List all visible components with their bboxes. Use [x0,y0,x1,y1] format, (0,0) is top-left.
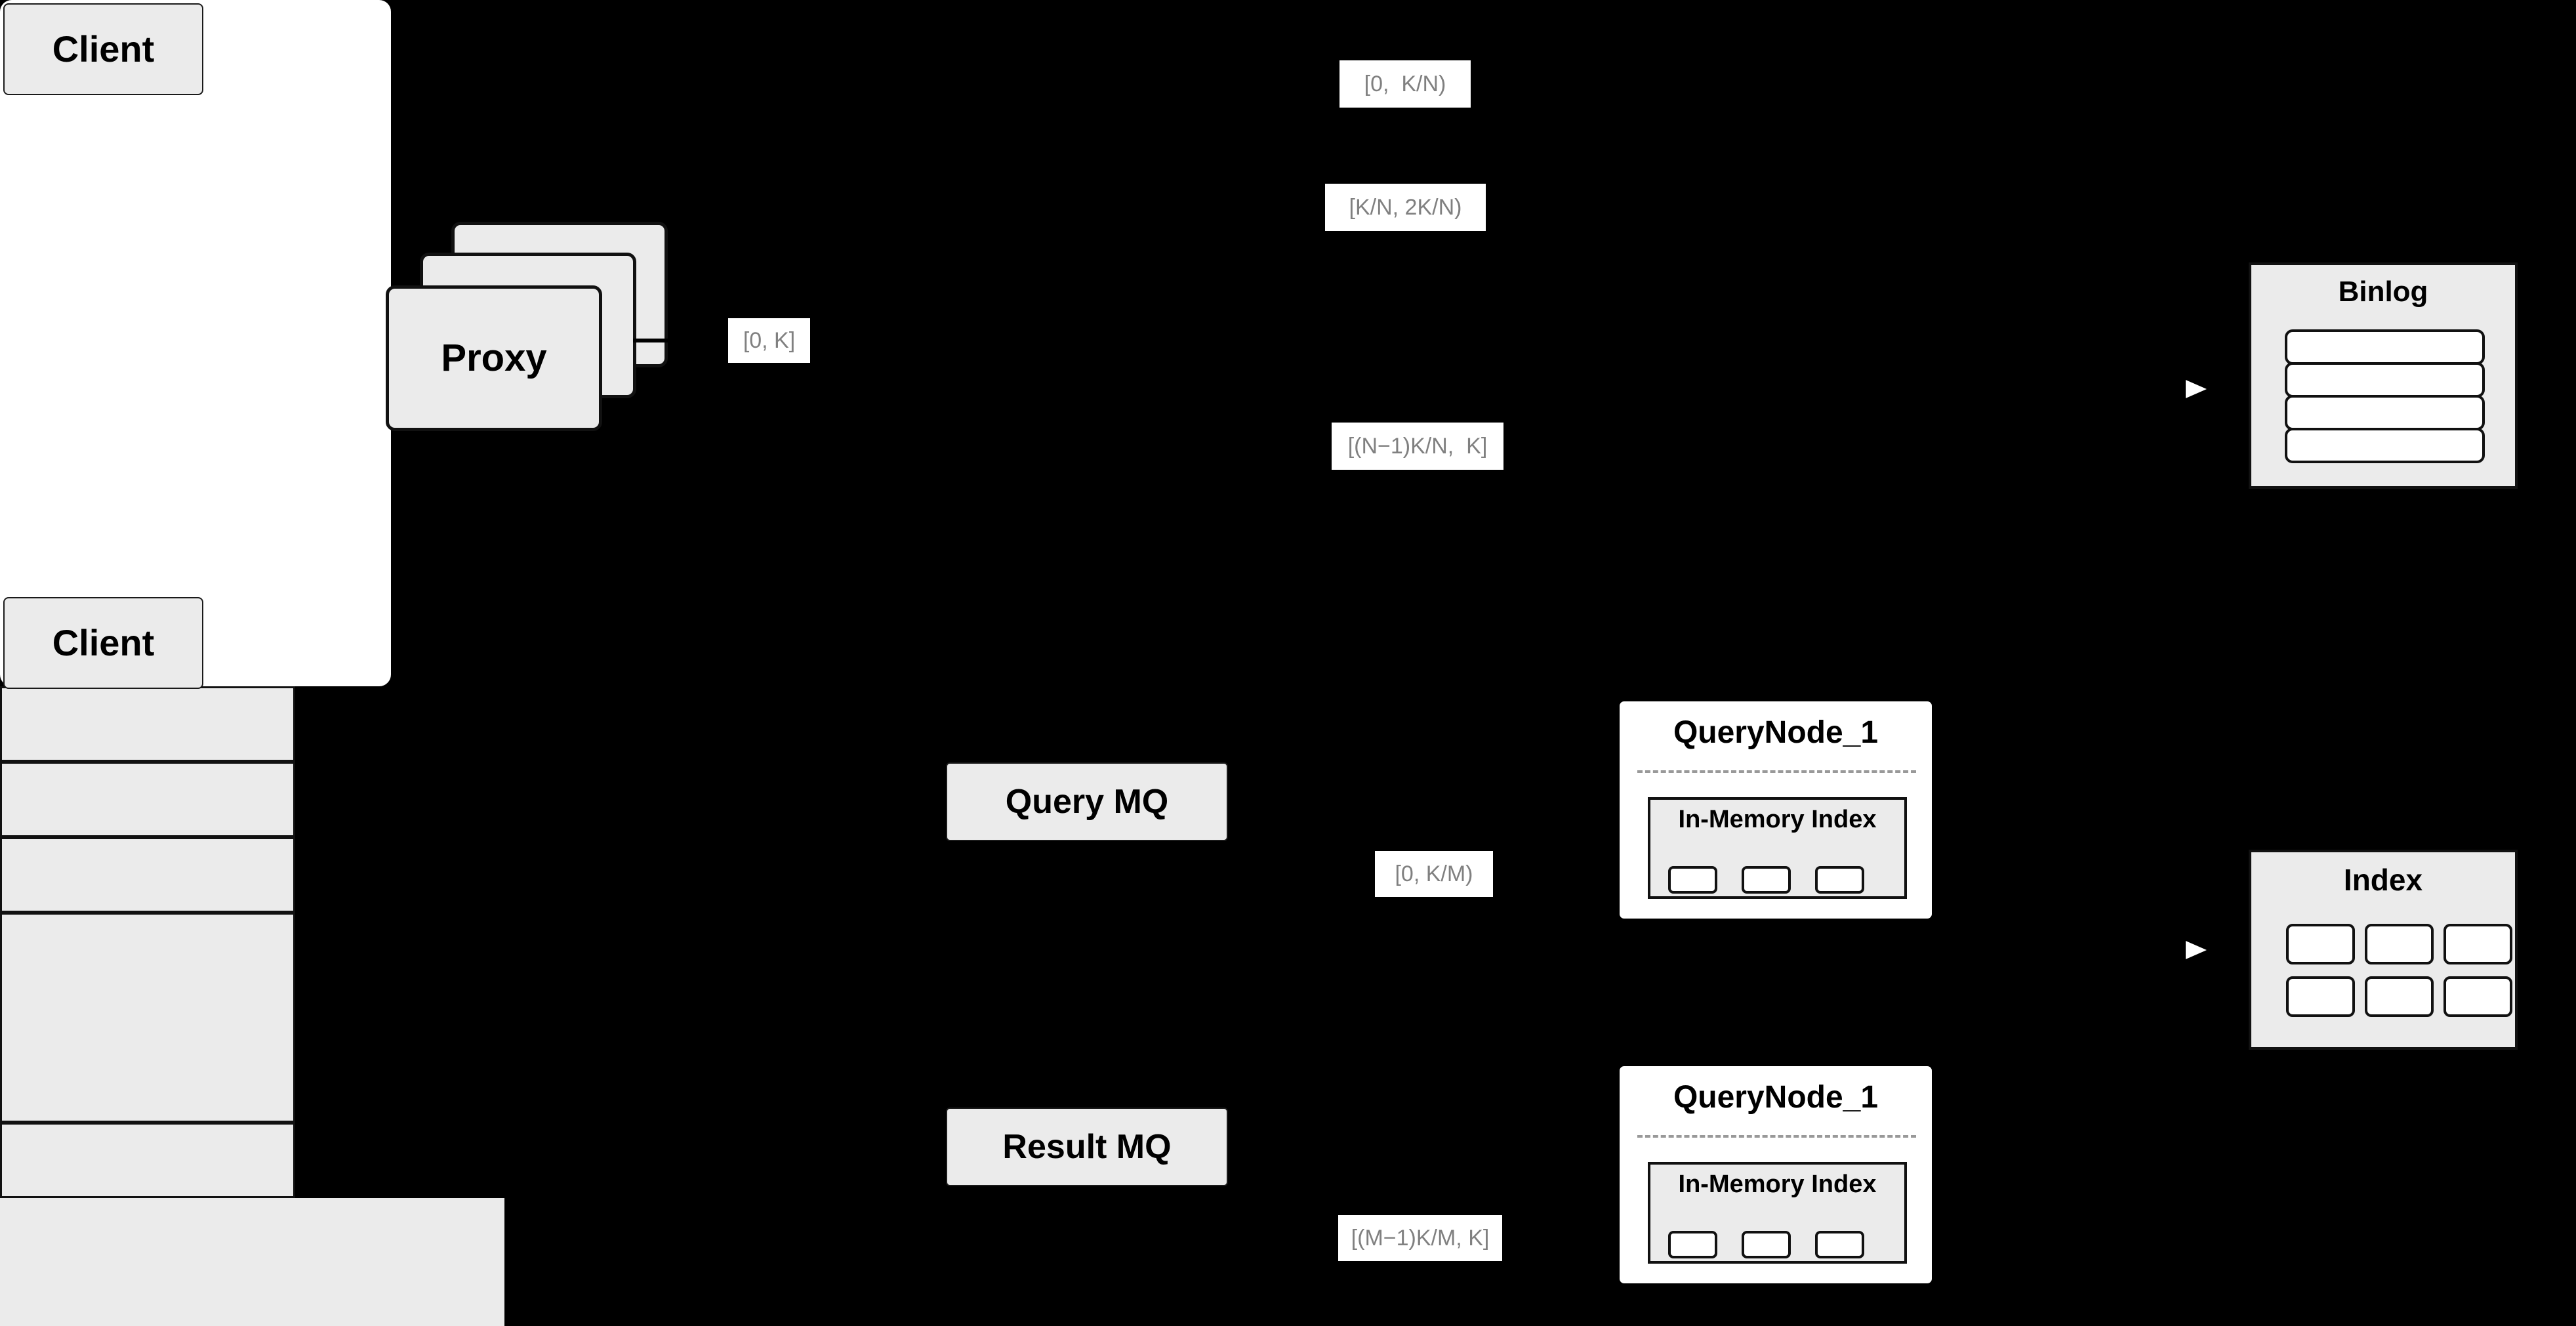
querynode-segment-m-3[interactable] [1815,1231,1864,1258]
arrow-line-binlog [2137,387,2190,391]
querynode-segment-1-3[interactable] [1815,866,1864,894]
arrow-head-binlog [2183,375,2215,404]
query-mq-label: Query MQ [1005,782,1169,821]
wal-cell-label-1: 1 [1081,213,1099,249]
wal-panel [0,0,391,686]
querynode-segment-1-1[interactable] [1668,866,1717,894]
writenode-label-1: WriteNode_1 [1669,62,1877,100]
edge-label-wal-to-writenode-1: [0, K/N) [1339,60,1471,108]
arrow-head-index [2183,936,2215,964]
index-cell-4[interactable] [2286,976,2355,1017]
arrow-line-writenode-2 [1486,203,1592,207]
index-title: Index [2343,862,2423,897]
client-label-2: Client [52,621,155,663]
query-mq-node[interactable] [946,762,1228,841]
querynode-ellipsis-dots [1765,945,1772,1017]
proxy-label: Proxy [441,336,547,379]
writenode-ellipsis-dots [1769,281,1777,353]
wal-cell-0[interactable] [0,686,295,762]
binlog-row-3[interactable] [2285,395,2485,430]
querynode-label-1: QueryNode_1 [1673,715,1879,750]
writenode-label-2: WriteNode_2 [1669,185,1877,224]
edge-label-mq-to-querynode-m: [(M−1)K/M, K] [1338,1215,1502,1261]
wal-cell-2[interactable] [0,837,295,913]
querynode-separator-1 [1637,770,1916,773]
querynode-segment-m-1[interactable] [1668,1231,1717,1258]
arrow-line-querynode-1 [1493,870,1601,875]
client-label-1: Client [52,28,155,70]
arrow-line-writenode-n [1503,442,1592,446]
edge-label-wal-to-writenode-2: [K/N, 2K/N) [1325,184,1486,231]
writenode-label-n: WriteNode_N [1666,424,1880,463]
binlog-title: Binlog [2338,275,2428,308]
querynode-label-m: QueryNode_1 [1673,1079,1879,1115]
proxy-card-front[interactable] [386,285,602,431]
client-node-2[interactable] [3,597,203,689]
arrow-line-writenode-1 [1471,79,1592,84]
arrow-line-querynode-m [1502,1234,1601,1239]
write-node-group-panel [0,1198,504,1326]
querynode-index-label-1: In-Memory Index [1678,805,1877,833]
edge-label-proxy-to-wal: [0, K] [728,318,810,363]
wal-cell-label-2: 2 [1081,289,1099,324]
wal-title: WAL [1045,33,1135,79]
wal-cell-k[interactable] [0,1123,295,1198]
store-engine-title: Store Engine [2264,163,2491,205]
querynode-index-label-m: In-Memory Index [1678,1170,1877,1198]
wal-cell-label-0: 0 [1081,138,1099,173]
index-cell-6[interactable] [2443,976,2512,1017]
edge-label-mq-to-querynode-1: [0, K/M) [1375,851,1493,897]
client-node-1[interactable] [3,3,203,95]
binlog-row-2[interactable] [2285,362,2485,398]
proxy-to-wal-connector [633,339,671,342]
arrow-head-writenode-1 [1587,68,1612,96]
result-mq-node[interactable] [946,1108,1228,1186]
index-cell-2[interactable] [2365,924,2434,964]
index-cell-1[interactable] [2286,924,2355,964]
binlog-row-1[interactable] [2285,329,2485,365]
wal-cell-1[interactable] [0,762,295,837]
querynode-segment-1-2[interactable] [1742,866,1791,894]
index-cell-3[interactable] [2443,924,2512,964]
binlog-row-4[interactable] [2285,428,2485,463]
arrow-head-writenode-n [1587,430,1612,459]
wal-ellipsis-dots [1086,420,1094,486]
arrow-head-writenode-2 [1587,191,1612,220]
edge-label-wal-to-writenode-n: [(N−1)K/N, K] [1332,423,1503,470]
result-mq-label: Result MQ [1002,1127,1172,1166]
arrow-line-index [2137,948,2190,952]
wal-cell-label-k: K [1078,574,1102,610]
querynode-segment-m-2[interactable] [1742,1231,1791,1258]
querynode-separator-m [1637,1135,1916,1138]
index-cell-5[interactable] [2365,976,2434,1017]
wal-cell-ellipsis [0,913,295,1123]
